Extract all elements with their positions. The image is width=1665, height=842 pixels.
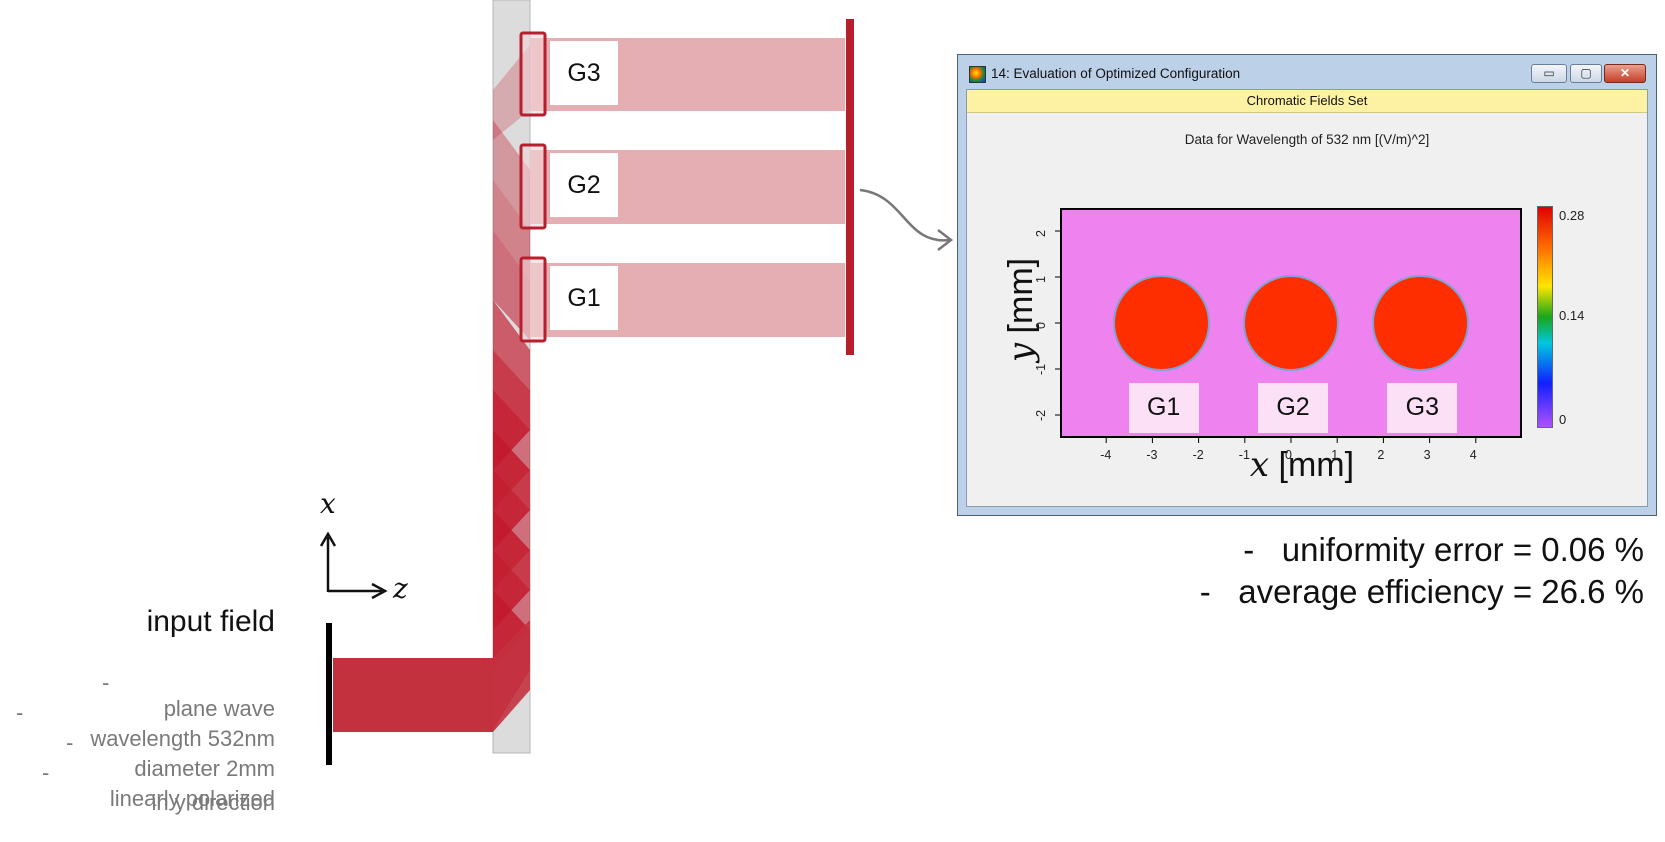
plot-area[interactable]: G1 G2 G3	[1060, 208, 1522, 438]
grating-g2	[519, 143, 547, 230]
plot-label-g2: G2	[1258, 382, 1328, 433]
x-tick-label: 0	[1285, 448, 1292, 462]
app-icon	[969, 66, 986, 83]
y-tick-label: 1	[1034, 276, 1048, 283]
input-field-info: input field	[0, 605, 275, 639]
plot-label-g1: G1	[1128, 382, 1199, 433]
chromatic-fields-header: Chromatic Fields Set	[967, 90, 1647, 113]
results-item-1: - uniformity error = 0.06 %	[1243, 531, 1644, 569]
axis-z-label: z	[393, 572, 408, 605]
input-item-3: - diameter 2mm	[0, 704, 275, 781]
x-tick-label: 3	[1423, 448, 1431, 462]
bullet: -	[42, 760, 50, 785]
input-beam	[333, 658, 493, 732]
x-tick-label: -2	[1192, 448, 1204, 462]
x-tick-label: -4	[1100, 448, 1112, 462]
coordinate-axes	[319, 531, 388, 600]
x-tick-label: 4	[1469, 448, 1477, 462]
window-client: Chromatic Fields Set Data for Wavelength…	[966, 89, 1648, 507]
input-item-text: linearly polarized	[109, 786, 275, 811]
input-item-1: - plane wave	[0, 644, 275, 721]
plot-title: Data for Wavelength of 532 nm [(V/m)^2]	[1184, 132, 1430, 147]
x-tick-label: 1	[1331, 448, 1339, 462]
minimize-button[interactable]: ▭	[1531, 64, 1567, 83]
x-axis-label: x [mm]	[1217, 445, 1387, 485]
bullet: -	[102, 670, 110, 695]
x-axis-unit: [mm]	[1269, 446, 1355, 484]
x-tick-label: -1	[1238, 448, 1250, 462]
results-bullet: -	[1243, 531, 1255, 568]
y-tick-label: 2	[1034, 230, 1048, 237]
uniformity-error: uniformity error = 0.06 %	[1281, 531, 1644, 568]
input-item-4: - linearly polarized	[0, 734, 275, 811]
input-field-title: input field	[146, 605, 275, 638]
grating-label-g3: G3	[550, 41, 618, 105]
plot-label-g3: G3	[1387, 382, 1458, 433]
colorbar-tick-mid: 0.14	[1559, 308, 1585, 323]
spot-g3	[1374, 276, 1467, 370]
y-axis-unit: [mm]	[1002, 257, 1040, 343]
input-item-text: diameter 2mm	[134, 756, 275, 781]
x-tick-label: -3	[1146, 448, 1158, 462]
bullet: -	[16, 700, 24, 725]
input-item-text: in y direction	[151, 790, 275, 815]
results-item-2: - average efficiency = 26.6 %	[1200, 573, 1644, 611]
grating-label-g2: G2	[550, 153, 618, 217]
colorbar-tick-min: 0	[1559, 412, 1567, 427]
colorbar	[1537, 206, 1553, 428]
average-efficiency: average efficiency = 26.6 %	[1238, 573, 1644, 610]
results-bullet: -	[1199, 573, 1211, 610]
x-axis-var: x	[1249, 445, 1270, 485]
grating-label-g1: G1	[550, 266, 618, 330]
input-source	[326, 623, 332, 765]
y-tick-label: 0	[1034, 322, 1048, 329]
close-button[interactable]: ✕	[1604, 64, 1646, 83]
input-field-list: - plane wave - wavelength 532nm - diamet…	[0, 644, 275, 815]
x-tick-label: 2	[1377, 448, 1385, 462]
bullet: -	[66, 730, 74, 755]
axis-x-label: x	[320, 487, 336, 520]
grating-g1	[519, 256, 547, 343]
y-axis-label: y [mm]	[1001, 240, 1041, 380]
window-title: 14: Evaluation of Optimized Configuratio…	[991, 66, 1241, 81]
y-tick-label: -1	[1034, 363, 1048, 375]
window-titlebar[interactable]: 14: Evaluation of Optimized Configuratio…	[958, 55, 1656, 89]
spot-g1	[1115, 276, 1208, 370]
spot-g2	[1244, 276, 1338, 370]
input-item-text: plane wave	[163, 696, 275, 721]
tick-marks	[1055, 230, 1477, 443]
colorbar-tick-max: 0.28	[1559, 208, 1585, 223]
input-item-2: - wavelength 532nm	[0, 674, 275, 751]
input-item-5: in y direction	[0, 764, 275, 815]
grating-g3	[519, 31, 547, 117]
y-tick-label: -2	[1034, 409, 1048, 421]
link-arrow	[859, 188, 951, 242]
input-item-text: wavelength 532nm	[90, 726, 275, 751]
y-axis-var: y	[1001, 342, 1041, 363]
maximize-button[interactable]: ▢	[1570, 64, 1602, 83]
evaluation-window: 14: Evaluation of Optimized Configuratio…	[957, 54, 1657, 516]
detector-line	[846, 19, 854, 355]
